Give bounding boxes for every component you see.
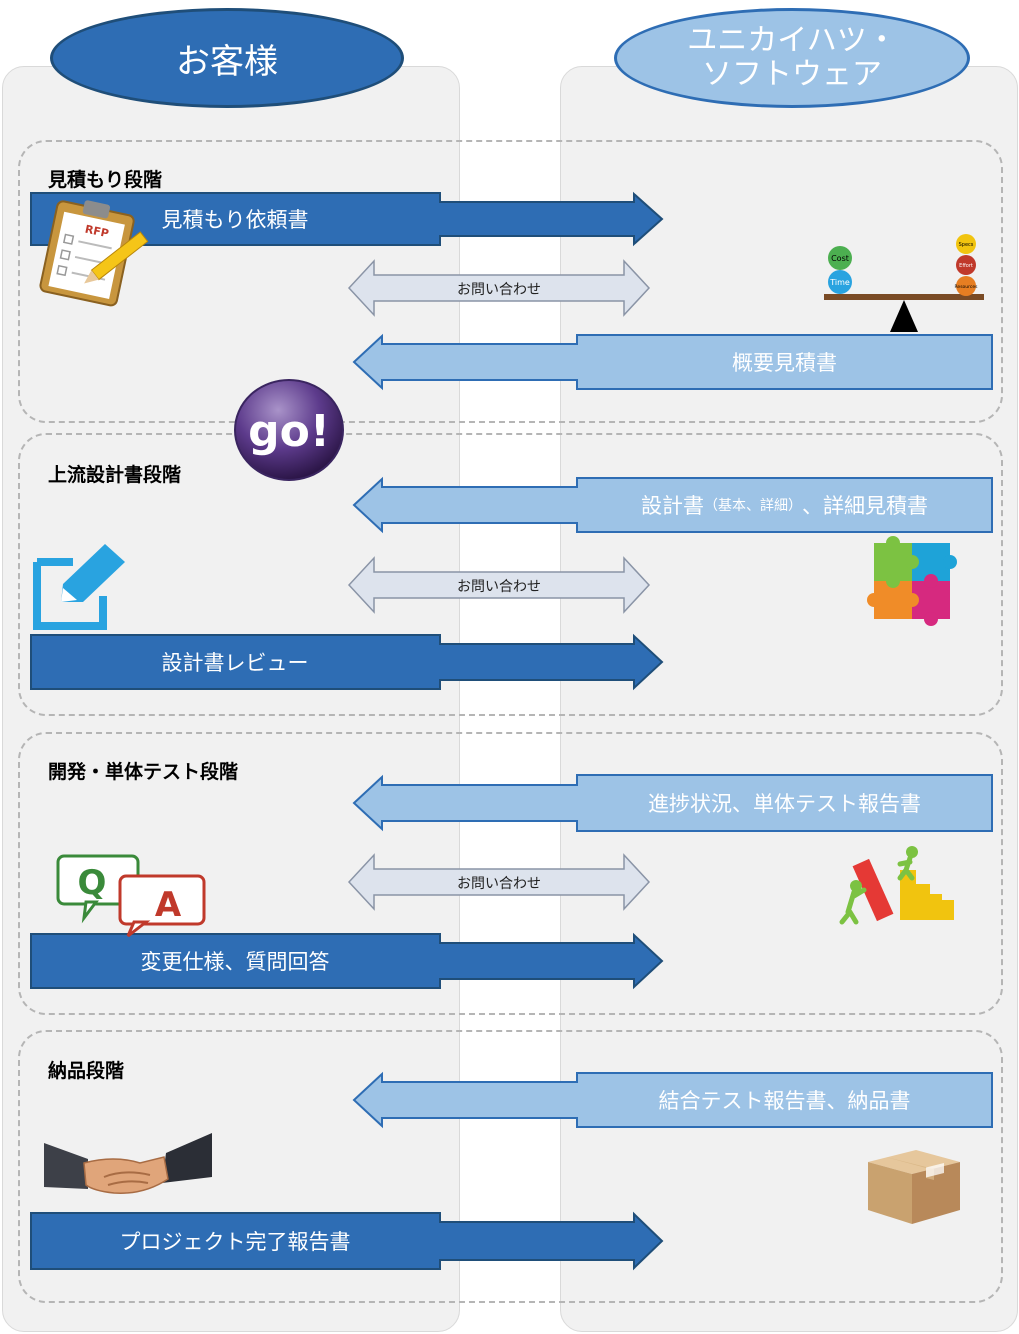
arrow-progress-report	[352, 774, 993, 832]
arrow-change-spec-label: 変更仕様、質問回答	[140, 950, 330, 974]
phase-title-estimate: 見積もり段階	[48, 169, 163, 191]
edit-icon	[33, 544, 125, 630]
q-letter: Q	[78, 863, 107, 903]
vendor-header-label-1: ユニカイハツ・	[687, 23, 897, 58]
go-text: go!	[248, 406, 330, 457]
balance-specs-text: Specs	[959, 242, 974, 248]
arrow-completion-report-label: プロジェクト完了報告書	[119, 1230, 351, 1254]
arrow-progress-report-label: 進捗状況、単体テスト報告書	[648, 792, 921, 816]
rfp-text: RFP	[84, 223, 110, 241]
inquiry-label-development: お問い合わせ	[457, 876, 541, 892]
arrow-change-spec	[30, 932, 664, 990]
inquiry-arrow-design	[347, 556, 651, 614]
package-box-icon	[868, 1150, 960, 1224]
balance-resources-text: Resources	[955, 284, 979, 290]
phase-estimate	[18, 140, 1003, 423]
inquiry-arrow-development	[347, 853, 651, 911]
design-docs-main2: 、詳細見積書	[802, 494, 928, 518]
go-button-icon: go!	[234, 379, 344, 481]
arrow-design-review-label: 設計書レビュー	[161, 651, 309, 675]
inquiry-label-estimate: お問い合わせ	[457, 282, 541, 298]
balance-scale-icon: Cost Time Specs Effort Resources	[824, 234, 984, 332]
arrow-rough-estimate-label: 概要見積書	[732, 351, 837, 375]
customer-header: お客様	[50, 8, 404, 108]
phase-title-development: 開発・単体テスト段階	[48, 761, 239, 783]
phase-title-design: 上流設計書段階	[48, 464, 182, 486]
phase-development	[18, 732, 1003, 1015]
handshake-icon	[44, 1133, 212, 1194]
arrow-completion-report	[30, 1211, 664, 1271]
puzzle-icon	[867, 536, 957, 626]
arrow-design-docs-label: 設計書（基本、詳細）、詳細見積書	[577, 478, 992, 532]
phase-design	[18, 433, 1003, 716]
a-letter: A	[155, 885, 182, 925]
growth-chart-icon	[839, 846, 954, 925]
balance-cost-text: Cost	[831, 254, 849, 263]
arrow-design-review	[30, 633, 664, 691]
rfp-clipboard-icon: RFP	[39, 200, 149, 307]
balance-effort-text: Effort	[959, 263, 973, 269]
design-docs-paren: （基本、詳細）	[704, 498, 802, 514]
customer-header-label: お客様	[176, 41, 278, 82]
inquiry-label-design: お問い合わせ	[457, 579, 541, 595]
arrow-integration-report-label: 結合テスト報告書、納品書	[658, 1089, 911, 1113]
phase-title-delivery: 納品段階	[48, 1060, 125, 1082]
design-docs-main1: 設計書	[641, 494, 704, 518]
arrow-design-docs	[352, 476, 993, 534]
inquiry-arrow-estimate	[347, 259, 651, 317]
arrow-estimate-request-label: 見積もり依頼書	[161, 208, 309, 232]
arrow-rough-estimate	[352, 333, 993, 391]
phase-delivery	[18, 1030, 1003, 1303]
qa-bubbles-icon: Q A	[56, 854, 206, 938]
arrow-integration-report	[352, 1071, 993, 1129]
balance-time-text: Time	[829, 278, 850, 287]
vendor-header-label-2: ソフトウェア	[702, 57, 882, 92]
arrow-estimate-request	[30, 191, 664, 247]
vendor-header: ユニカイハツ・ ソフトウェア	[614, 8, 970, 108]
